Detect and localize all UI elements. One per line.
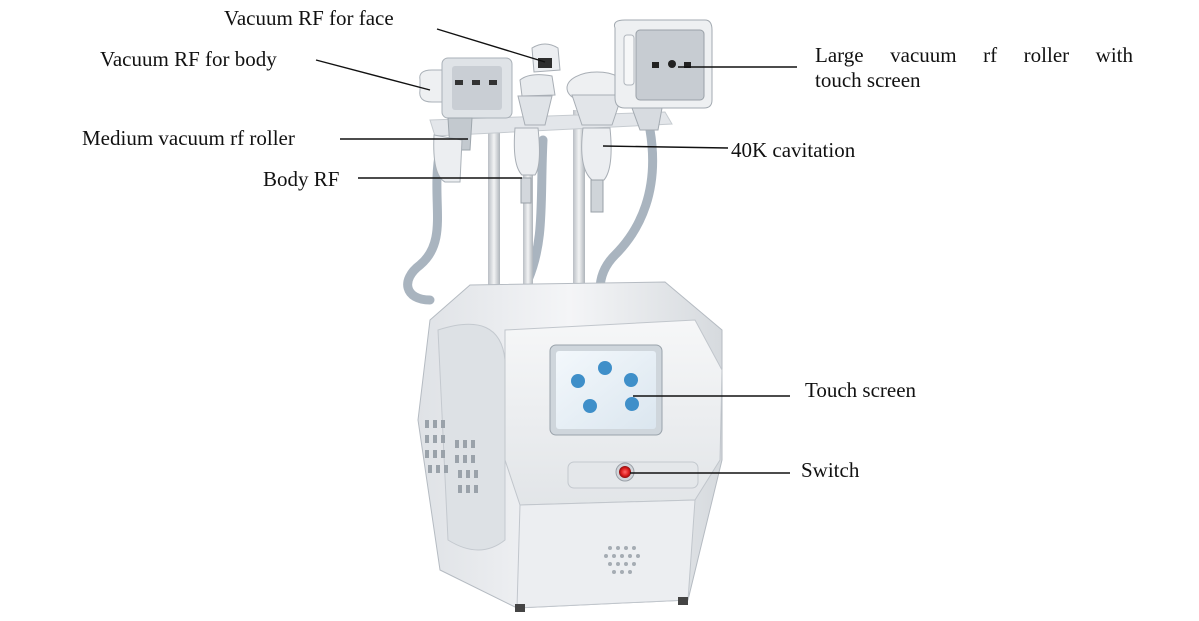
leader-body-rf-vacuum: [315, 59, 431, 91]
cavitation-handpiece: [566, 71, 628, 213]
label-vacuum-rf-face: Vacuum RF for face: [224, 6, 394, 30]
face-rf-handpiece: [513, 43, 561, 204]
leader-face: [436, 28, 546, 63]
touch-screen-display: [549, 344, 663, 436]
leader-lines: [315, 28, 797, 474]
label-touch-screen: Touch screen: [805, 378, 917, 402]
label-body-rf: Body RF: [263, 167, 340, 191]
large-roller-handpiece: [614, 19, 713, 131]
label-cavitation: 40K cavitation: [731, 138, 856, 162]
medium-roller-handpiece: [419, 57, 513, 183]
power-switch: [567, 461, 699, 489]
label-large-roller-line1: Large vacuum rf roller with: [815, 43, 1133, 67]
label-medium-roller: Medium vacuum rf roller: [82, 126, 295, 150]
machine-body: [417, 281, 723, 612]
label-switch: Switch: [801, 458, 860, 482]
label-vacuum-rf-body: Vacuum RF for body: [100, 47, 277, 71]
leader-cavitation: [602, 145, 729, 149]
speaker-grille: [604, 546, 640, 574]
label-large-roller-line2: touch screen: [815, 68, 921, 93]
label-large-roller: Large vacuum rf roller with touch screen: [815, 43, 1133, 93]
